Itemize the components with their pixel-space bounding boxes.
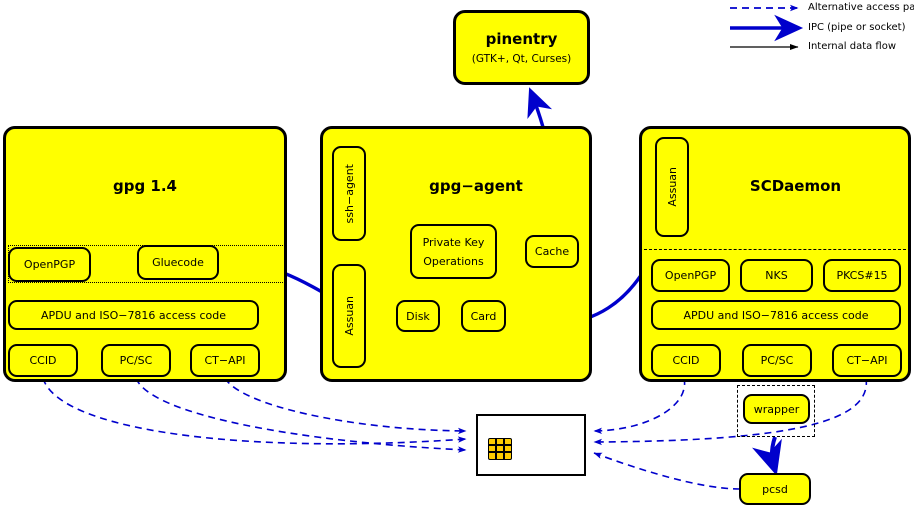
scdaemon-apdu-label: APDU and ISO−7816 access code xyxy=(683,308,869,322)
scdaemon-apdu-box[interactable]: APDU and ISO−7816 access code xyxy=(651,300,901,330)
legend-label-ipc: IPC (pipe or socket) xyxy=(808,22,906,33)
scdaemon-app-openpgp[interactable]: OpenPGP xyxy=(651,259,730,292)
gpgagent-private-key-operations-box[interactable]: Private Key Operations xyxy=(410,224,497,279)
scdaemon-app-nks[interactable]: NKS xyxy=(740,259,813,292)
gpgagent-cache-label: Cache xyxy=(534,245,570,258)
scdaemon-driver-ccid-label: CCID xyxy=(672,354,700,367)
pinentry-title: pinentry xyxy=(485,30,558,48)
wrapper-region-outline xyxy=(737,385,815,437)
gpg-openpgp-box[interactable]: OpenPGP xyxy=(8,247,91,282)
gpg-openpgp-label: OpenPGP xyxy=(23,258,76,271)
scdaemon-driver-pcsc[interactable]: PC/SC xyxy=(742,344,812,377)
legend-label-internal-flow: Internal data flow xyxy=(808,41,897,52)
gpgagent-ssh-agent-box[interactable]: ssh−agent xyxy=(332,146,366,241)
scdaemon-app-nks-label: NKS xyxy=(765,269,788,282)
alt-path-pcsd-to-card xyxy=(593,452,741,490)
gpg-apdu-box[interactable]: APDU and ISO−7816 access code xyxy=(8,300,259,330)
gpgagent-assuan-label: Assuan xyxy=(342,296,356,336)
pcsd-box[interactable]: pcsd xyxy=(739,473,811,505)
scdaemon-driver-ccid[interactable]: CCID xyxy=(651,344,721,377)
scdaemon-driver-ctapi[interactable]: CT−API xyxy=(832,344,902,377)
scdaemon-app-openpgp-label: OpenPGP xyxy=(664,269,717,282)
gpg-gluecode-label: Gluecode xyxy=(152,256,204,269)
scdaemon-assuan-label: Assuan xyxy=(665,167,679,207)
alt-path-gpg-ctapi-to-card xyxy=(224,377,467,435)
scdaemon-title: SCDaemon xyxy=(749,177,842,195)
ipc-wrapper-to-pcsd xyxy=(752,436,782,476)
gpgagent-disk-box[interactable]: Disk xyxy=(396,300,440,332)
gpgagent-disk-label: Disk xyxy=(406,309,430,323)
gpgagent-title: gpg−agent xyxy=(429,177,523,195)
scdaemon-app-pkcs15-label: PKCS#15 xyxy=(836,269,888,282)
wrapper-box[interactable]: wrapper xyxy=(743,394,810,424)
scdaemon-divider xyxy=(644,249,906,250)
gpg-driver-ccid[interactable]: CCID xyxy=(8,344,78,377)
gpg-gluecode-box[interactable]: Gluecode xyxy=(137,245,219,280)
pinentry-box[interactable]: pinentry (GTK+, Qt, Curses) xyxy=(453,10,590,85)
gpgagent-card-label: Card xyxy=(470,309,497,323)
gpgagent-card-box[interactable]: Card xyxy=(461,300,506,332)
gpg-title: gpg 1.4 xyxy=(112,177,177,195)
gpgagent-private-key-line1: Private Key xyxy=(422,235,485,249)
scdaemon-app-pkcs15[interactable]: PKCS#15 xyxy=(823,259,901,292)
gpgagent-cache-box[interactable]: Cache xyxy=(525,235,579,268)
gpg-apdu-label: APDU and ISO−7816 access code xyxy=(40,308,227,322)
gpgagent-private-key-line2: Operations xyxy=(423,254,484,268)
scdaemon-driver-pcsc-label: PC/SC xyxy=(760,354,794,367)
gpg-driver-ctapi[interactable]: CT−API xyxy=(190,344,260,377)
gpg-driver-pcsc[interactable]: PC/SC xyxy=(101,344,171,377)
alt-path-scdaemon-ctapi-to-card xyxy=(593,377,868,446)
smart-card[interactable] xyxy=(476,414,586,476)
wrapper-label: wrapper xyxy=(753,402,800,416)
legend-label-alt-paths: Alternative access paths xyxy=(808,2,914,13)
alt-path-scdaemon-ccid-to-card xyxy=(593,377,686,435)
alt-path-gpg-pcsc-to-card xyxy=(135,377,467,453)
scdaemon-driver-ctapi-label: CT−API xyxy=(846,354,888,367)
gpgagent-ssh-agent-label: ssh−agent xyxy=(342,163,356,224)
gpgagent-assuan-box[interactable]: Assuan xyxy=(332,264,366,368)
pcsd-label: pcsd xyxy=(762,482,788,496)
pinentry-subtitle: (GTK+, Qt, Curses) xyxy=(471,53,572,65)
scdaemon-assuan-box[interactable]: Assuan xyxy=(655,137,689,237)
gpg-driver-ctapi-label: CT−API xyxy=(204,354,246,367)
smart-card-chip-icon xyxy=(488,438,512,460)
gpg-driver-pcsc-label: PC/SC xyxy=(119,354,153,367)
gpg-driver-ccid-label: CCID xyxy=(29,354,57,367)
